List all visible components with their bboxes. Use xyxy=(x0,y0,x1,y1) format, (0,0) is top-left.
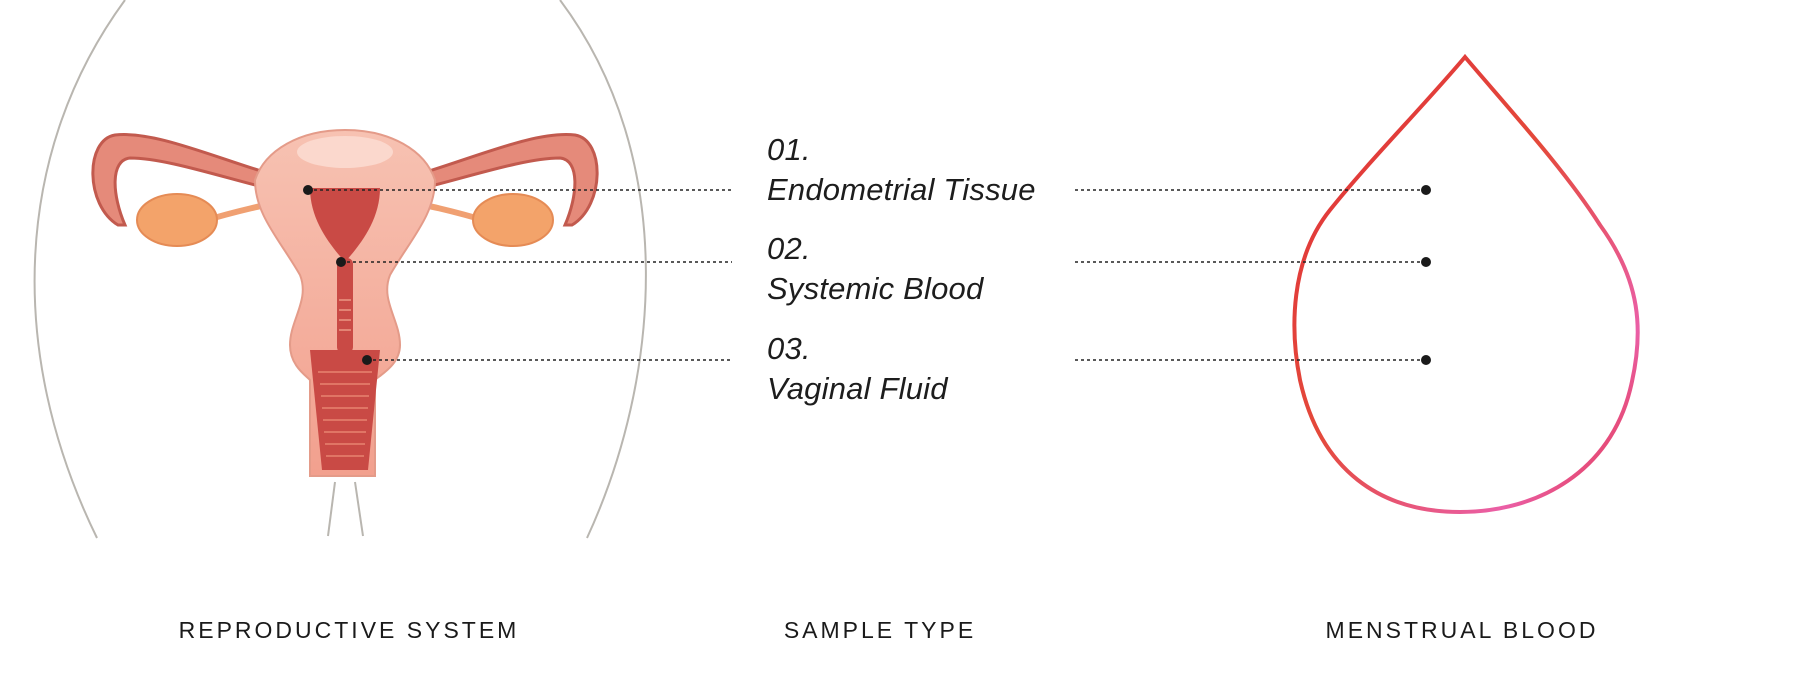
cervical-canal xyxy=(337,258,353,353)
sample-number: 01. xyxy=(767,132,811,167)
cervix-ridges xyxy=(339,299,351,331)
sample-number: 03. xyxy=(767,331,811,366)
caption-menstrual-blood: MENSTRUAL BLOOD xyxy=(1325,617,1599,643)
uterine-cavity xyxy=(310,188,380,262)
vaginal-rugae xyxy=(318,371,372,457)
blood-drop-outline-icon xyxy=(1292,53,1640,515)
marker-dot-systemic-left xyxy=(336,257,346,267)
fundus-highlight xyxy=(297,136,393,168)
caption-sample-type: SAMPLE TYPE xyxy=(783,617,977,643)
marker-dot-endometrial-right xyxy=(1421,185,1431,195)
marker-dot-vaginal-right xyxy=(1421,355,1431,365)
leg-line-right xyxy=(354,481,364,537)
leader-lines-right xyxy=(1075,189,1426,361)
marker-dot-vaginal-left xyxy=(362,355,372,365)
caption-reproductive-system: REPRODUCTIVE SYSTEM xyxy=(178,617,520,643)
ovary-right xyxy=(472,193,554,247)
leader-dots-right xyxy=(1421,185,1431,365)
leader-dots-left xyxy=(303,185,372,365)
silhouette-right-curve xyxy=(559,0,647,539)
silhouette-left-curve xyxy=(33,0,126,539)
ovary-left xyxy=(136,193,218,247)
body-silhouette xyxy=(33,0,647,539)
marker-dot-endometrial-left xyxy=(303,185,313,195)
uterus-anatomy-icon xyxy=(91,128,599,477)
leader-lines-left xyxy=(308,189,732,361)
vaginal-canal xyxy=(310,350,380,470)
sample-label: Systemic Blood xyxy=(767,271,984,306)
sample-number: 02. xyxy=(767,231,811,266)
marker-dot-systemic-right xyxy=(1421,257,1431,267)
sample-label: Endometrial Tissue xyxy=(767,172,1036,207)
leg-line-left xyxy=(327,481,336,537)
sample-label: Vaginal Fluid xyxy=(767,371,948,406)
